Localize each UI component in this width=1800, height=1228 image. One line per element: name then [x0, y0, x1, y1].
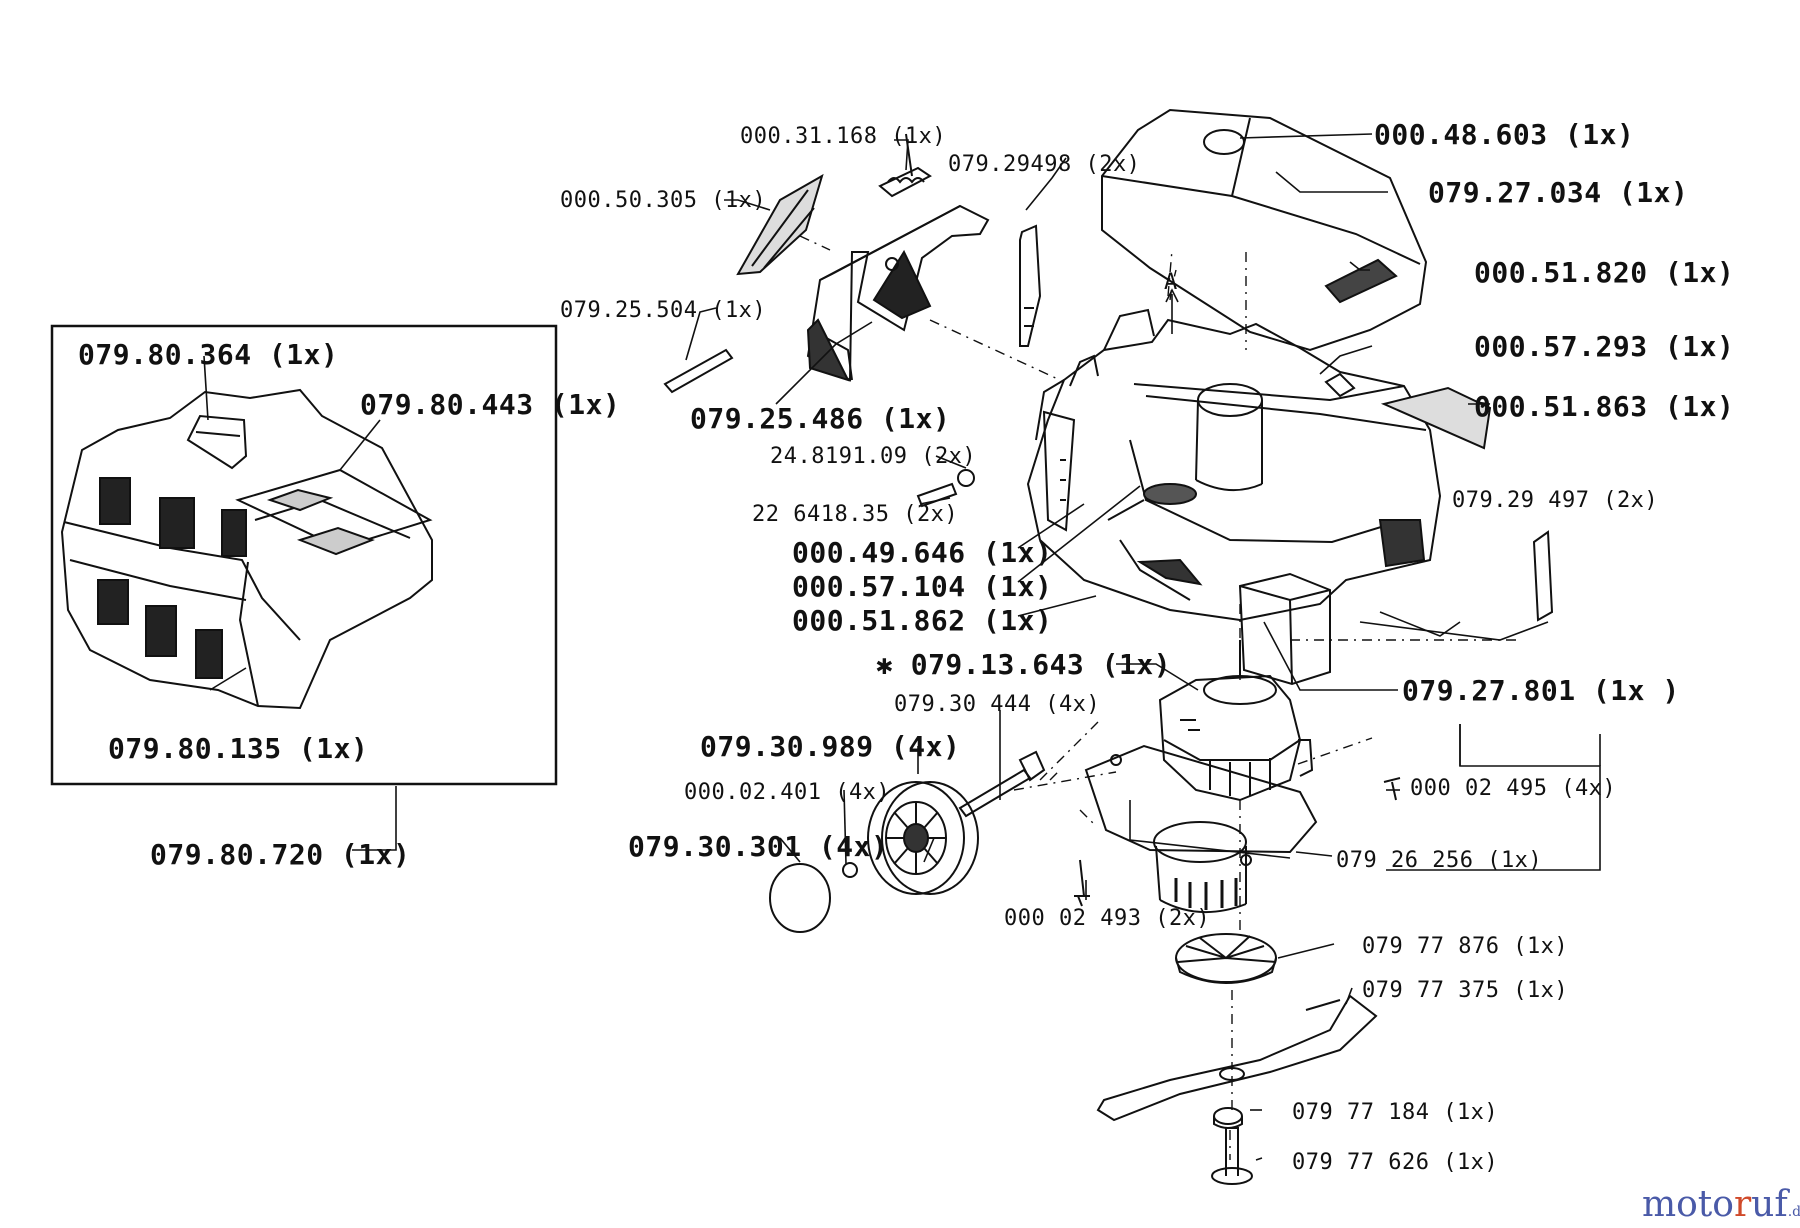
side-switch-box: [1238, 572, 1331, 686]
spring: [887, 133, 925, 184]
label-000-49-646: 000.49.646 (1x): [792, 536, 1053, 569]
axle: [958, 750, 1046, 818]
label-079-27-034: 079.27.034 (1x): [1428, 176, 1689, 209]
label-000-51-820: 000.51.820 (1x): [1474, 256, 1735, 289]
label-079-77-876: 079 77 876 (1x): [1362, 934, 1569, 959]
label-079-13-643: ✱ 079.13.643 (1x): [876, 648, 1172, 681]
rod: [663, 348, 734, 394]
brand-part-1: moto: [1642, 1184, 1734, 1225]
deflector-plate: [736, 173, 824, 276]
label-079-77-184: 079 77 184 (1x): [1292, 1100, 1499, 1125]
motor-base-plate: [1084, 744, 1318, 914]
label-079-25-486: 079.25.486 (1x): [690, 402, 951, 435]
label-079-80-364: 079.80.364 (1x): [78, 338, 339, 371]
label-079-29-497: 079.29 497 (2x): [1452, 488, 1659, 513]
brand-part-3: uf: [1751, 1184, 1788, 1225]
leader-lines: [203, 133, 1601, 1161]
label-000-48-603: 000.48.603 (1x): [1374, 118, 1635, 151]
arrow-a: [1165, 288, 1179, 334]
label-079-26-256: 079 26 256 (1x): [1336, 848, 1543, 873]
grass-catcher: [60, 388, 433, 710]
label-079-77-375: 079 77 375 (1x): [1362, 978, 1569, 1003]
label-079-80-135: 079.80.135 (1x): [108, 732, 369, 765]
clip-small: [1324, 372, 1356, 398]
label-079-30-444: 079.30 444 (4x): [894, 692, 1101, 717]
hub-cap: [769, 863, 831, 933]
blade-bolt: [1211, 1127, 1253, 1185]
motor: [1158, 640, 1314, 802]
label-000-51-863: 000.51.863 (1x): [1474, 390, 1735, 423]
label-079-30-989: 079.30.989 (4x): [700, 730, 961, 763]
grass-catcher-inset-frame: [50, 324, 558, 786]
label-000-02-401: 000.02.401 (4x): [684, 780, 891, 805]
mower-housing: [1026, 308, 1442, 622]
brand-part-2: r: [1733, 1184, 1752, 1225]
label-000-31-168: 000.31.168 (1x): [740, 124, 947, 149]
label-079-25-504: 079.25.504 (1x): [560, 298, 767, 323]
label-079-27-801: 079.27.801 (1x ): [1402, 674, 1680, 707]
label-079-77-626: 079 77 626 (1x): [1292, 1150, 1499, 1175]
label-079-80-443: 079.80.443 (1x): [360, 388, 621, 421]
label-000-02-495: 000 02 495 (4x): [1410, 776, 1617, 801]
alignment-lines: [799, 235, 1520, 1160]
label-000-50-305: 000.50.305 (1x): [560, 188, 767, 213]
label-000-51-862: 000.51.862 (1x): [792, 604, 1053, 637]
label-000-57-104: 000.57.104 (1x): [792, 570, 1053, 603]
label-079-30-301: 079.30.301 (4x): [628, 830, 889, 863]
brand-tld: .de: [1787, 1204, 1800, 1220]
brand-watermark: motoruf.de: [1642, 1184, 1800, 1225]
label-079-80-720: 079.80.720 (1x): [150, 838, 411, 871]
screw-bolts: [916, 469, 1401, 907]
wheel-washer: [842, 862, 858, 878]
catcher-flap-lever: [806, 166, 990, 382]
fan: [1175, 933, 1277, 984]
label-arrow-a: A: [1164, 270, 1178, 295]
label-24-8191-09: 24.8191.09 (2x): [770, 444, 977, 469]
top-cover: [1101, 108, 1428, 352]
deck-rear-plate: [1380, 386, 1492, 450]
clip-right: [1019, 224, 1042, 347]
wheel: [867, 781, 979, 895]
label-079-29498: 079.29498 (2x): [948, 152, 1141, 177]
spring-clip: [1532, 530, 1554, 622]
label-000-57-293: 000.57.293 (1x): [1474, 330, 1735, 363]
label-000-02-493: 000 02 493 (2x): [1004, 906, 1211, 931]
blade-nut: [1213, 1107, 1243, 1129]
label-22-6418-35: 22 6418.35 (2x): [752, 502, 959, 527]
